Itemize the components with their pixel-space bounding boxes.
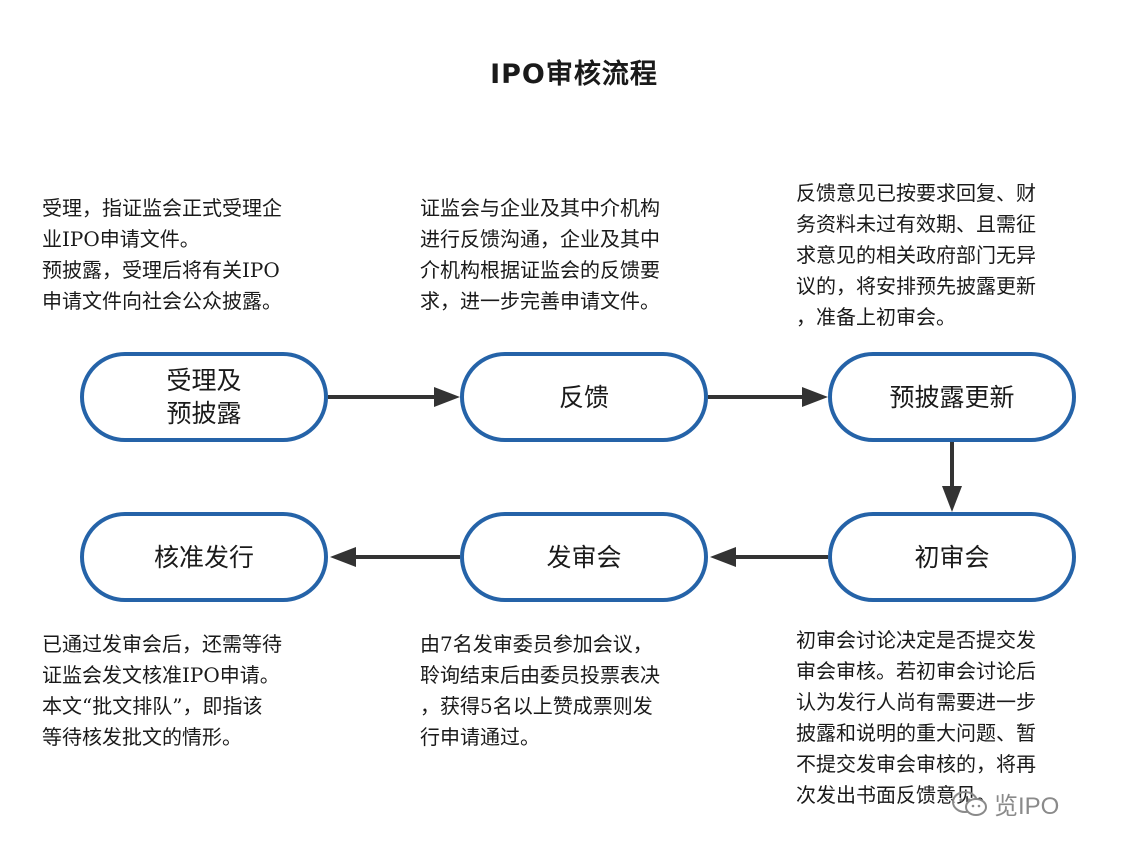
- arrow-preliminary-to-committee: [710, 547, 828, 567]
- node-label: 发审会: [546, 542, 622, 572]
- node-preliminary-review[interactable]: 初审会: [828, 512, 1076, 602]
- arrow-committee-to-approval: [330, 547, 460, 567]
- approval-issuance-description: 已通过发审会后，还需等待 证监会发文核准IPO申请。 本文“批文排队”，即指该 …: [42, 632, 282, 749]
- watermark: 览IPO: [950, 786, 1059, 821]
- node-approval-issuance[interactable]: 核准发行: [80, 512, 328, 602]
- diagram-title: IPO审核流程: [490, 59, 658, 90]
- feedback-description: 证监会与企业及其中介机构 进行反馈沟通，企业及其中 介机构根据证监会的反馈要 求…: [420, 196, 660, 313]
- preliminary-review-description: 初审会讨论决定是否提交发 审会审核。若初审会讨论后 认为发行人尚有需要进一步 披…: [796, 628, 1036, 807]
- node-label: 受理及 预披露: [166, 366, 242, 428]
- node-predisclosure-update[interactable]: 预披露更新: [828, 352, 1076, 442]
- node-acceptance-predisclosure[interactable]: 受理及 预披露: [80, 352, 328, 442]
- node-label: 初审会: [914, 542, 990, 572]
- node-issuance-committee[interactable]: 发审会: [460, 512, 708, 602]
- predisclosure-update-description: 反馈意见已按要求回复、财 务资料未过有效期、且需征 求意见的相关政府部门无异 议…: [796, 181, 1036, 329]
- arrow-update-to-preliminary: [942, 442, 962, 512]
- node-feedback[interactable]: 反馈: [460, 352, 708, 442]
- arrow-feedback-to-update: [708, 387, 828, 407]
- watermark-text: 览IPO: [994, 793, 1060, 820]
- node-label: 反馈: [558, 382, 609, 412]
- node-label: 核准发行: [153, 542, 254, 572]
- wechat-icon: [952, 790, 987, 816]
- node-label: 预披露更新: [889, 382, 1015, 412]
- acceptance-description: 受理，指证监会正式受理企 业IPO申请文件。 预披露，受理后将有关IPO 申请文…: [42, 196, 282, 313]
- arrow-acceptance-to-feedback: [328, 387, 460, 407]
- issuance-committee-description: 由7名发审委员参加会议， 聆询结束后由委员投票表决 ，获得5名以上赞成票则发 行…: [420, 632, 660, 749]
